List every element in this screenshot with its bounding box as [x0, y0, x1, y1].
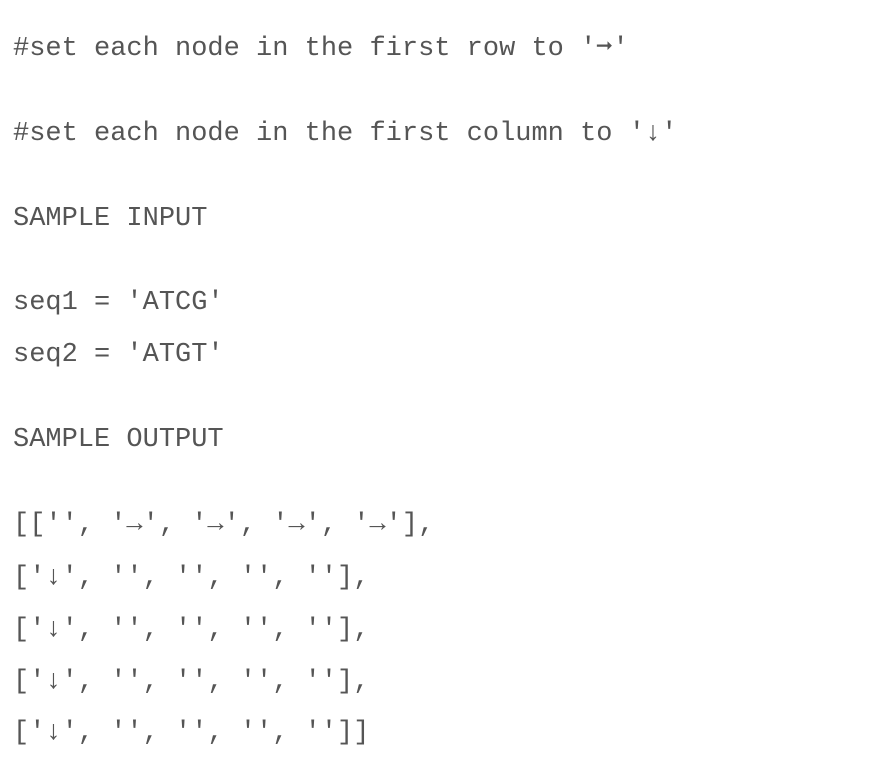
sample-output-line: ['↓', '', '', '', '']]	[13, 718, 370, 748]
sample-output-line: ['↓', '', '', '', ''],	[13, 667, 370, 697]
comment-first-column: #set each node in the first column to '↓…	[13, 119, 678, 149]
sample-input-line: seq1 = 'ATCG'	[13, 288, 224, 318]
comment-first-row: #set each node in the first row to '➞'	[13, 34, 629, 64]
sample-output-line: [['', '→', '→', '→', '→'],	[13, 510, 435, 540]
sample-input-line: seq2 = 'ATGT'	[13, 340, 224, 370]
sample-output-line: ['↓', '', '', '', ''],	[13, 563, 370, 593]
sample-output-heading: SAMPLE OUTPUT	[13, 425, 224, 455]
sample-output-line: ['↓', '', '', '', ''],	[13, 615, 370, 645]
sample-input-heading: SAMPLE INPUT	[13, 204, 208, 234]
